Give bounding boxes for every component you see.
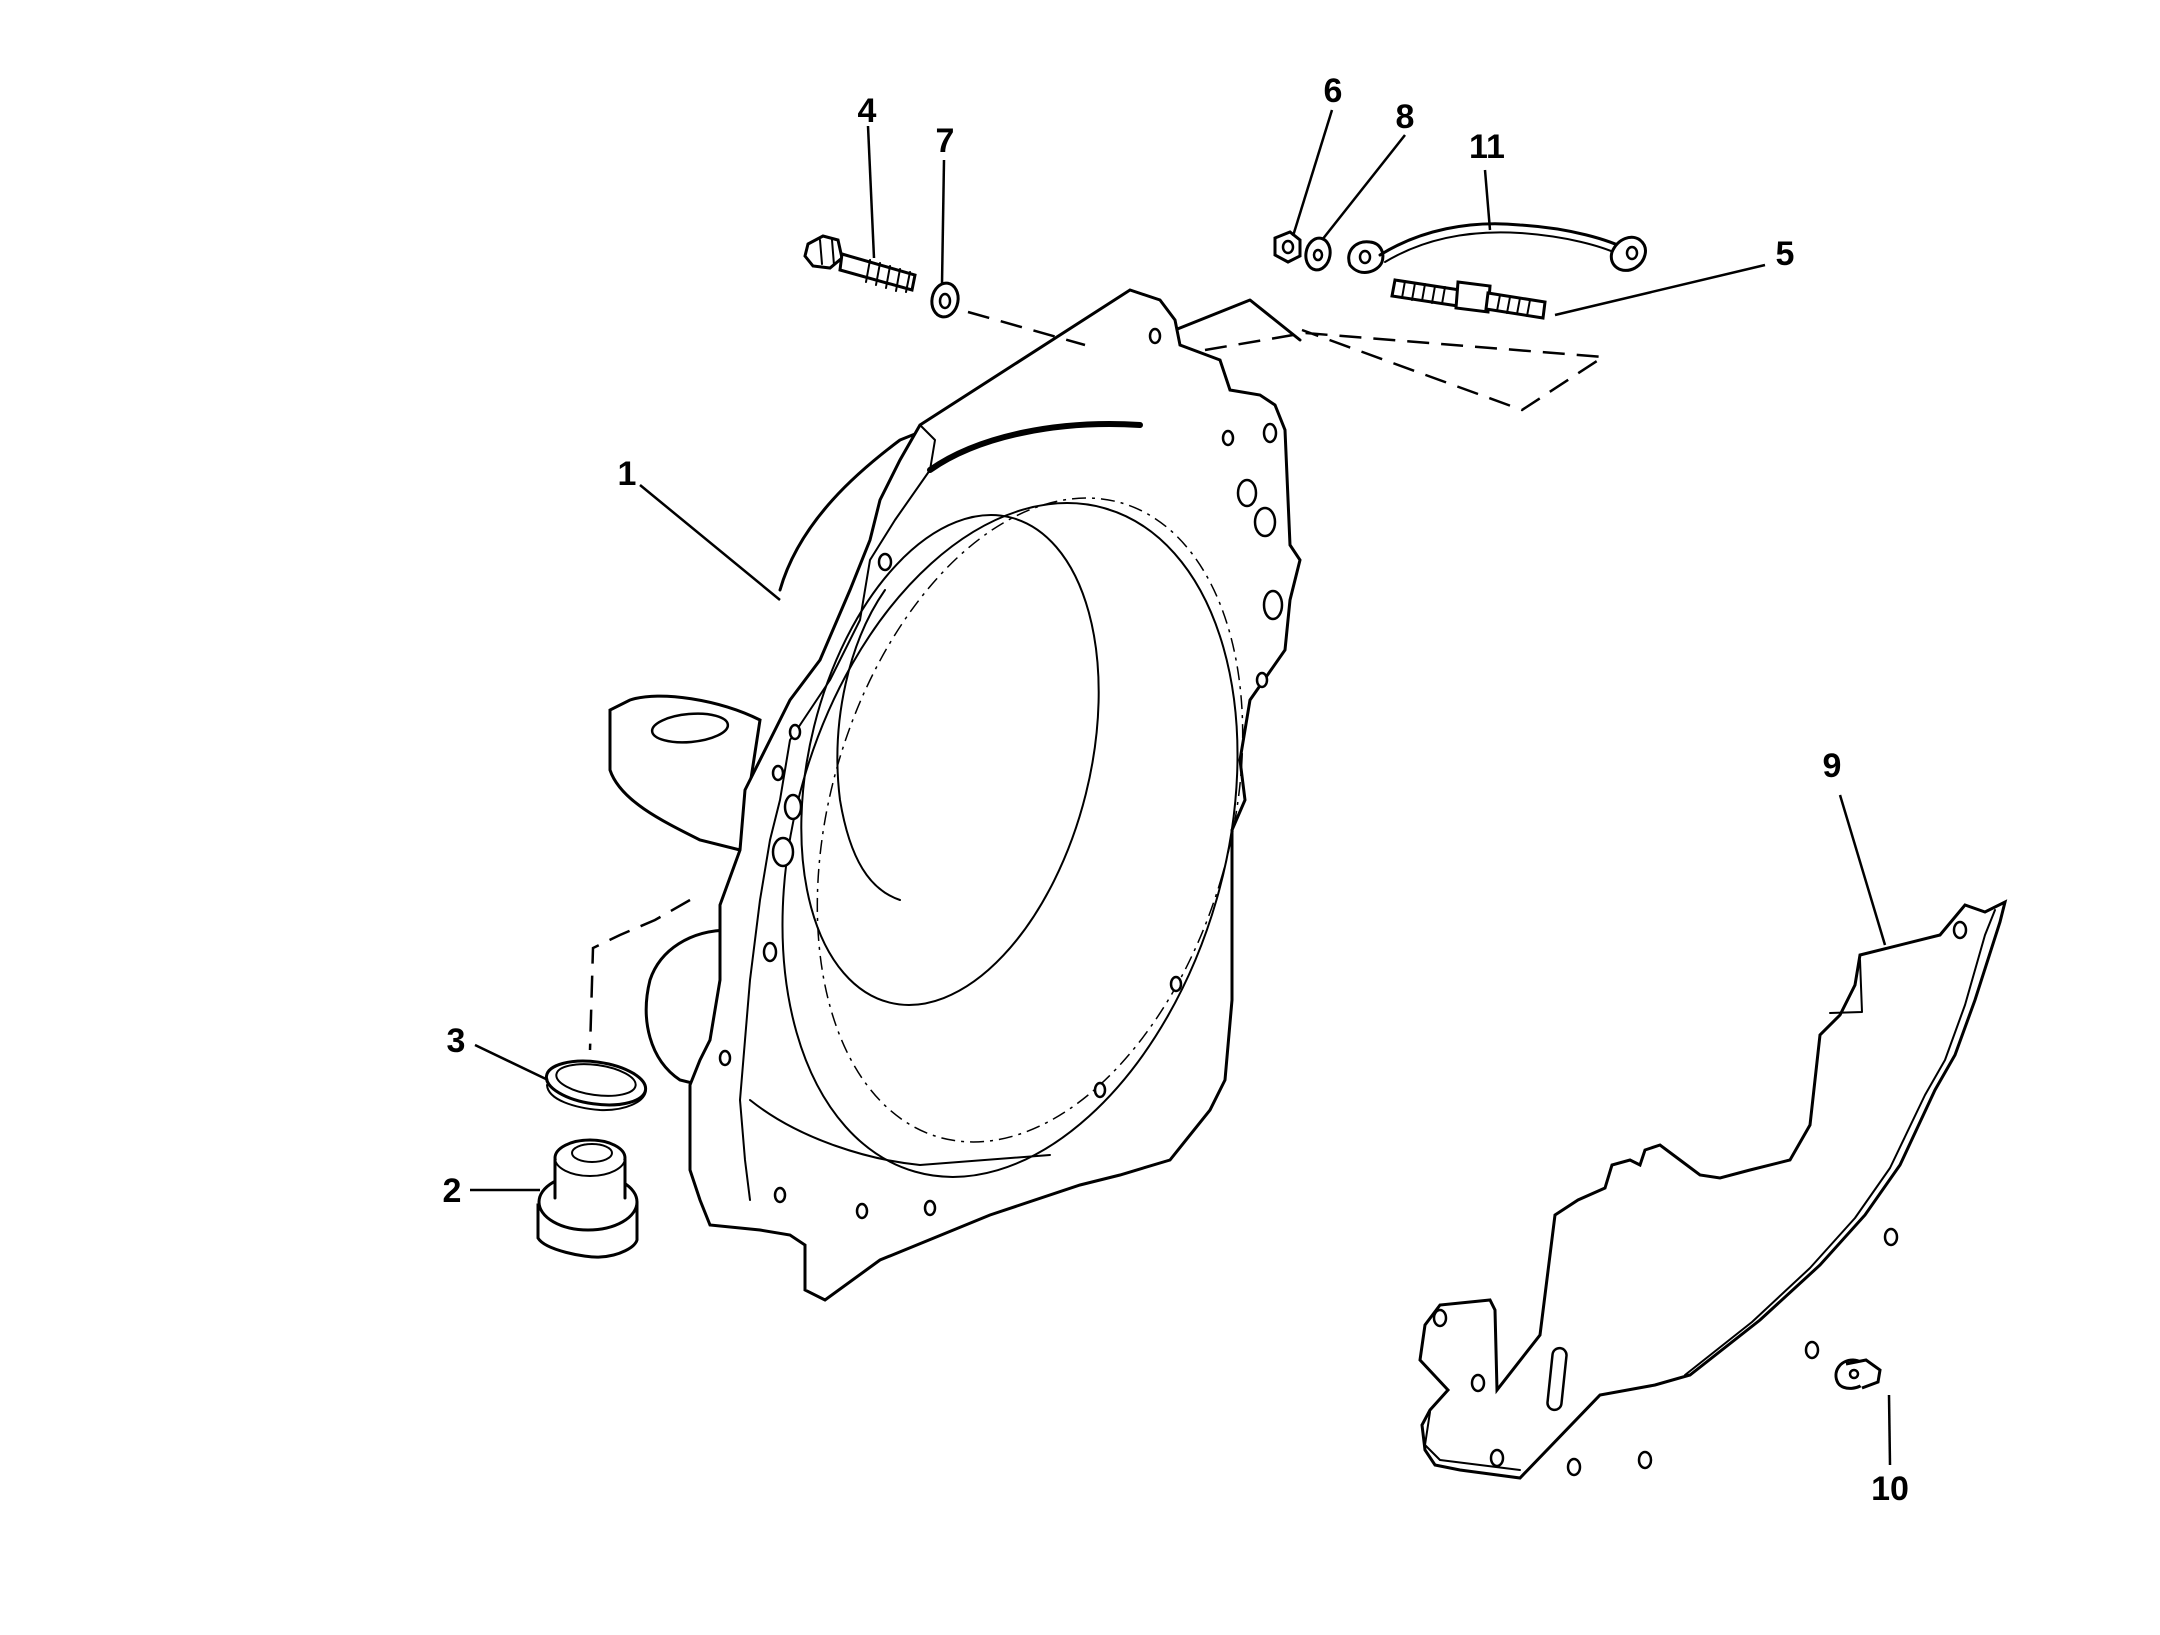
callout-11: 11 <box>1469 128 1505 166</box>
ground-strap-11 <box>1347 222 1647 274</box>
callout-8: 8 <box>1396 98 1415 136</box>
mount-bushing <box>536 1138 639 1259</box>
nut-6 <box>1273 230 1302 264</box>
bolt-4 <box>803 234 917 293</box>
leader-lines <box>470 109 1892 1466</box>
washer-8 <box>1304 236 1332 272</box>
assembly-lines <box>588 310 1607 1051</box>
lock-washer-7 <box>930 281 960 319</box>
flywheel-housing <box>608 288 1302 1302</box>
callout-2: 2 <box>443 1172 462 1210</box>
flange-bolt-holes <box>718 327 1284 1220</box>
screw-10 <box>1834 1358 1882 1390</box>
callout-5: 5 <box>1776 235 1795 273</box>
callout-1: 1 <box>618 455 637 493</box>
callout-3: 3 <box>447 1022 466 1060</box>
callout-7: 7 <box>936 122 955 160</box>
callout-6: 6 <box>1324 72 1343 110</box>
callout-4: 4 <box>858 92 877 130</box>
inspection-cover-9 <box>1418 899 2008 1480</box>
callout-10: 10 <box>1871 1470 1909 1508</box>
callout-labels: 1 2 3 4 5 6 7 8 9 10 11 <box>443 72 1909 1508</box>
callout-9: 9 <box>1823 747 1842 785</box>
stud-5 <box>1390 278 1547 320</box>
ring-washer <box>544 1059 648 1112</box>
